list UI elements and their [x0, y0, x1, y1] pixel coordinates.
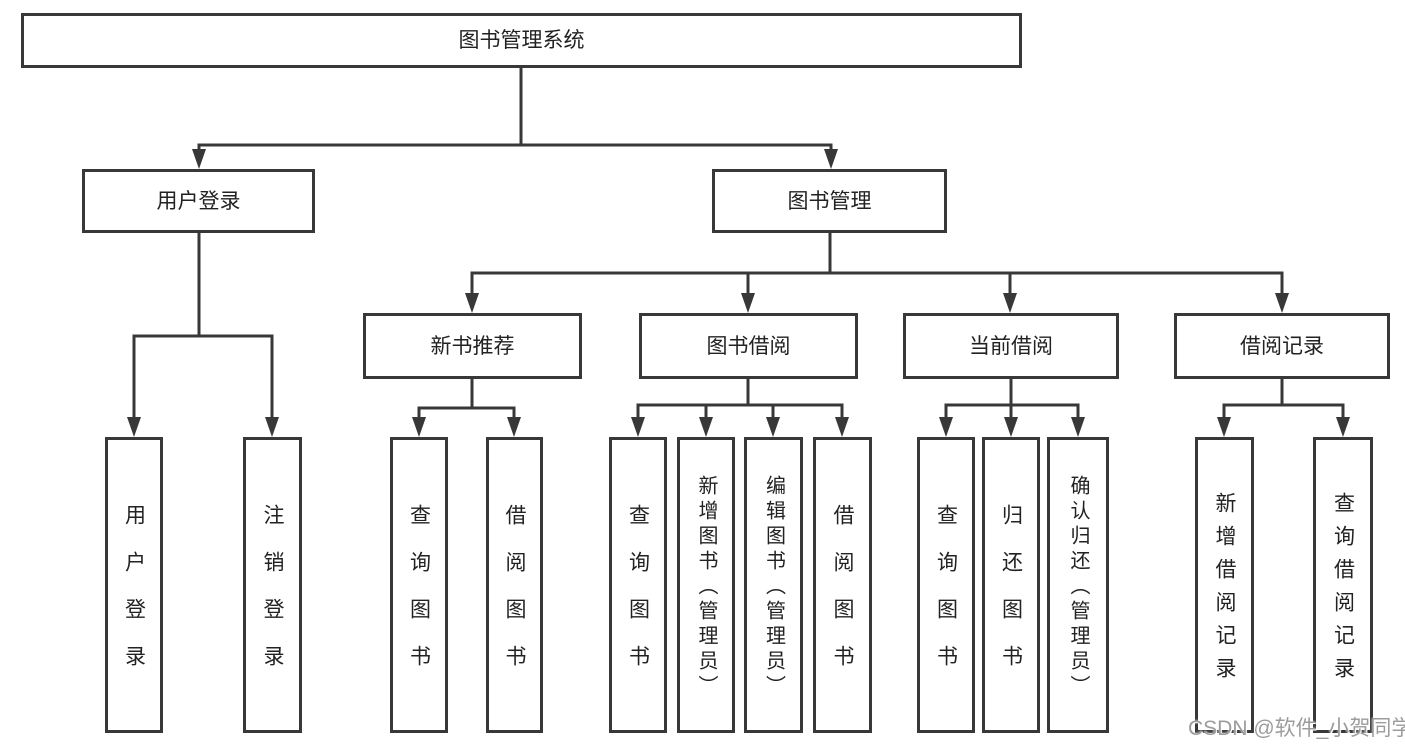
leaf-borrow-books: 借阅图书 — [813, 437, 872, 733]
node-book-borrowing: 图书借阅 — [639, 313, 858, 379]
leaf-edit-book-admin: 编辑图书（管理员） — [744, 437, 803, 733]
csdn-watermark: CSDN @软件_小贺同学 — [1188, 717, 1405, 740]
leaf-confirm-return-admin: 确认归还（管理员） — [1047, 437, 1109, 733]
node-user-login: 用户登录 — [82, 169, 315, 233]
leaf-return-books: 归还图书 — [982, 437, 1040, 733]
leaf-user-login: 用户登录 — [105, 437, 163, 733]
leaf-query-books-recommend: 查询图书 — [390, 437, 448, 733]
leaf-borrow-books-recommend: 借阅图书 — [486, 437, 543, 733]
leaf-query-books-current: 查询图书 — [917, 437, 975, 733]
node-new-book-recommend: 新书推荐 — [363, 313, 582, 379]
leaf-query-borrow-record: 查询借阅记录 — [1313, 437, 1373, 733]
leaf-logout: 注销登录 — [243, 437, 302, 733]
node-system-root: 图书管理系统 — [21, 13, 1022, 68]
node-borrow-records: 借阅记录 — [1174, 313, 1390, 379]
node-current-borrowing: 当前借阅 — [903, 313, 1119, 379]
leaf-add-borrow-record: 新增借阅记录 — [1195, 437, 1254, 733]
leaf-query-books-borrowing: 查询图书 — [609, 437, 667, 733]
leaf-add-book-admin: 新增图书（管理员） — [677, 437, 735, 733]
node-book-management: 图书管理 — [712, 169, 947, 233]
